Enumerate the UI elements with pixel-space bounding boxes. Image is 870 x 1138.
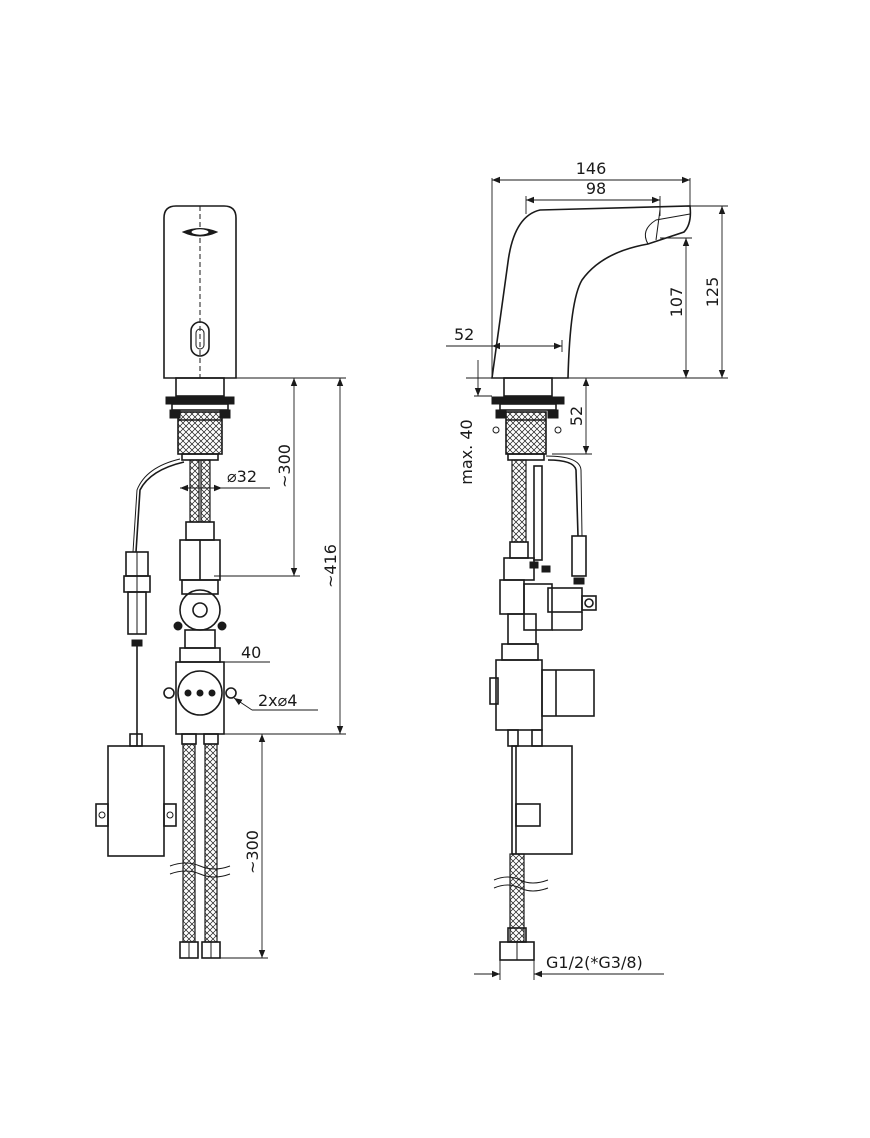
side-lower-hose xyxy=(493,853,549,961)
dim-side-total-height: 125 xyxy=(703,277,722,308)
front-cable xyxy=(123,458,185,746)
dim-front-total-height: ~416 xyxy=(321,544,340,588)
front-valve xyxy=(163,579,237,735)
front-lower-hose xyxy=(169,733,231,959)
side-hose xyxy=(503,455,587,585)
dim-side-overall-depth: 146 xyxy=(576,159,607,178)
side-spout xyxy=(491,205,692,379)
side-view: 146 98 107 125 52 max. 40 52 G1/2(*G3/8) xyxy=(446,159,728,980)
front-faucet-body xyxy=(163,205,237,379)
dim-front-mount-holes: 2x⌀4 xyxy=(258,691,297,710)
dim-front-hose-top: ~300 xyxy=(275,444,294,488)
dim-side-max-deck: max. 40 xyxy=(457,419,476,484)
front-view: ~300 ⌀32 ~416 40 2x⌀4 ~300 xyxy=(95,205,346,959)
side-valve xyxy=(489,579,597,731)
dim-side-base-width: 52 xyxy=(454,325,474,344)
dim-side-spout-reach: 98 xyxy=(586,179,606,198)
side-deck-mount xyxy=(491,377,565,461)
dim-side-connection-thread: G1/2(*G3/8) xyxy=(546,953,643,972)
dim-front-hose-bottom: ~300 xyxy=(243,830,262,874)
dim-side-shank-offset: 52 xyxy=(567,406,586,426)
front-deck-mount xyxy=(165,377,235,461)
side-dimension-lines xyxy=(446,176,728,980)
dim-front-valve-width: 40 xyxy=(241,643,261,662)
dim-side-outlet-height: 107 xyxy=(667,287,686,318)
dim-front-thread-diameter: ⌀32 xyxy=(227,467,257,486)
front-upper-hose xyxy=(179,459,221,581)
front-dimension-lines xyxy=(175,377,346,959)
front-control-box xyxy=(95,733,177,857)
side-control-box xyxy=(507,729,573,855)
